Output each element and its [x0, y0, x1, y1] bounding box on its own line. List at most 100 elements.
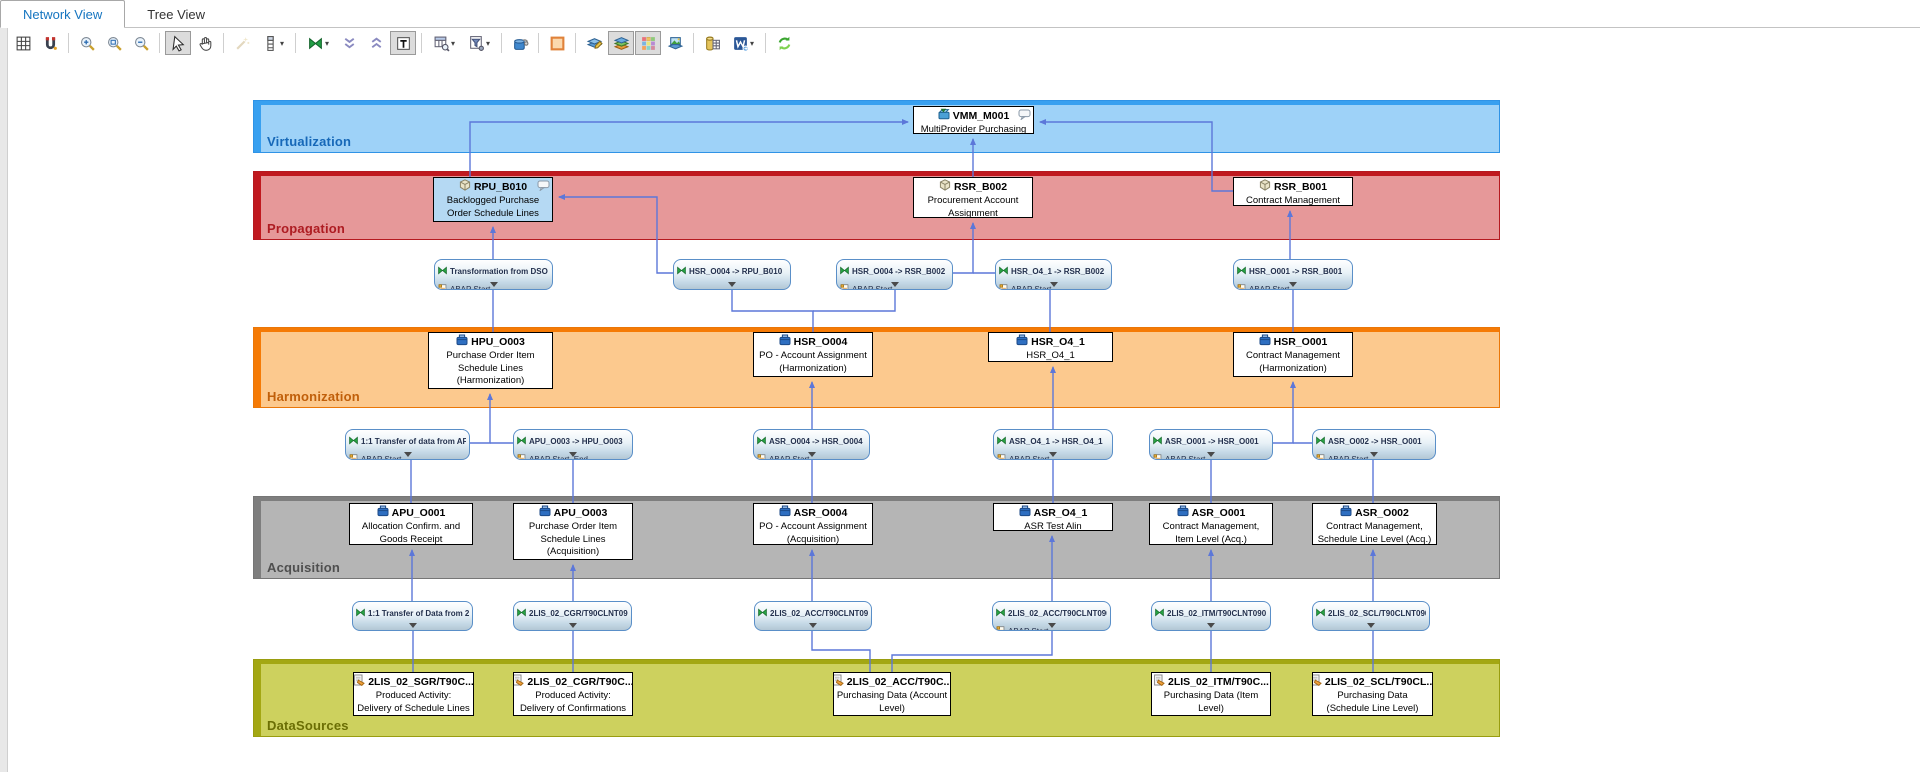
- connector: [470, 393, 493, 444]
- db-columns-button[interactable]: [699, 31, 725, 55]
- expand-arrow-icon[interactable]: [569, 452, 577, 457]
- node-description-line: Schedule Lines: [458, 362, 523, 374]
- text-tool-button[interactable]: [390, 31, 416, 55]
- expand-arrow-icon[interactable]: [807, 452, 816, 457]
- magic-wand-button[interactable]: [229, 31, 255, 55]
- node-DS_2LIS_02_CGR[interactable]: 2LIS_02_CGR/T90C...Produced Activity:Del…: [513, 672, 633, 716]
- transformation-t-apu-hpu-11[interactable]: 1:1 Transfer of data from APU...ABAP Sta…: [345, 429, 470, 460]
- node-DS_2LIS_02_SGR[interactable]: 2LIS_02_SGR/T90C...Produced Activity:Del…: [353, 672, 474, 716]
- layer-band-propagation: Propagation: [253, 171, 1500, 240]
- layer-accent-top: [254, 101, 1499, 105]
- expand-arrow-icon[interactable]: [1207, 623, 1215, 628]
- zoom-fit-button[interactable]: [101, 31, 127, 55]
- expand-arrow-icon[interactable]: [890, 282, 899, 287]
- layout-grid-button[interactable]: [10, 31, 36, 55]
- dropdown-arrow-icon: ▾: [279, 38, 284, 48]
- expand-arrow-icon[interactable]: [1289, 282, 1297, 287]
- transformation-t-2lis-11[interactable]: 1:1 Transfer of Data from 2LIS...: [352, 601, 473, 631]
- expand-arrow-icon[interactable]: [1047, 623, 1056, 628]
- expand-arrow-icon[interactable]: [568, 623, 577, 628]
- expand-arrow-icon[interactable]: [489, 282, 498, 287]
- frame-button[interactable]: [544, 31, 570, 55]
- expand-arrow-icon[interactable]: [408, 623, 417, 628]
- table-search-button[interactable]: ▾: [427, 31, 461, 55]
- select-cursor-button[interactable]: [165, 31, 191, 55]
- layers-button[interactable]: [608, 31, 634, 55]
- note-icon[interactable]: [1018, 109, 1031, 120]
- word-export-icon: [732, 35, 749, 52]
- table-search-icon: [433, 35, 450, 52]
- tab-tree-view[interactable]: Tree View: [125, 1, 227, 27]
- zoom-in-button[interactable]: [74, 31, 100, 55]
- transformation-t-itm[interactable]: 2LIS_02_ITM/T90CLNT090 ->...: [1151, 601, 1271, 631]
- layer-accent-left: [254, 101, 261, 152]
- transformation-t-scl[interactable]: 2LIS_02_SCL/T90CLNT090 ->...: [1312, 601, 1430, 631]
- connector: [1273, 381, 1296, 444]
- snap-magnet-button[interactable]: [37, 31, 63, 55]
- node-title-text: ASR_O001: [1191, 506, 1246, 519]
- transformation-button[interactable]: ▾: [301, 31, 335, 55]
- zoom-fit-icon: [106, 35, 123, 52]
- expand-arrow-icon[interactable]: [1049, 282, 1058, 287]
- node-DS_2LIS_02_ACC[interactable]: 2LIS_02_ACC/T90C...Purchasing Data (Acco…: [833, 672, 951, 716]
- transformation-t-cgr[interactable]: 2LIS_02_CGR/T90CLNT090 ->...: [513, 601, 632, 631]
- transformation-abap-label: ABAP Start: [1165, 454, 1206, 460]
- row-layout-button[interactable]: ▾: [256, 31, 290, 55]
- transformation-abap-label: ABAP Start: [361, 454, 402, 460]
- expand-arrow-icon[interactable]: [1049, 452, 1057, 457]
- transformation-t-acc-2[interactable]: 2LIS_02_ACC/T90CLNT090 ->...ABAP Start: [992, 601, 1111, 631]
- transformation-t-hsr004-rpu[interactable]: HSR_O004 -> RPU_B010: [673, 259, 791, 290]
- cube-icon: [939, 179, 951, 195]
- layers-image-button[interactable]: [662, 31, 688, 55]
- dso-icon: [779, 334, 791, 350]
- transformation-abap-label: ABAP Start: [1011, 284, 1052, 290]
- expand-all-button[interactable]: [363, 31, 389, 55]
- node-DS_2LIS_02_ITM[interactable]: 2LIS_02_ITM/T90C...Purchasing Data (Item…: [1151, 672, 1271, 716]
- note-icon[interactable]: [537, 180, 550, 191]
- color-palette-button[interactable]: [635, 31, 661, 55]
- transformation-t-dso-hp-rpu[interactable]: Transformation from DSO HP...ABAP Start: [434, 259, 553, 290]
- filter-button[interactable]: ▾: [462, 31, 496, 55]
- transformation-t-acc-1[interactable]: 2LIS_02_ACC/T90CLNT090 ->...: [754, 601, 872, 631]
- zoom-out-button[interactable]: [128, 31, 154, 55]
- collapse-all-button[interactable]: [336, 31, 362, 55]
- layer-band-datasources: DataSources: [253, 659, 1500, 737]
- expand-arrow-icon[interactable]: [1370, 452, 1378, 457]
- bucket-button[interactable]: [507, 31, 533, 55]
- tab-network-view[interactable]: Network View: [0, 0, 126, 28]
- expand-arrow-icon[interactable]: [809, 623, 817, 628]
- expand-arrow-icon[interactable]: [1207, 452, 1215, 457]
- node-DS_2LIS_02_SCL[interactable]: 2LIS_02_SCL/T90CL...Purchasing Data(Sche…: [1312, 672, 1433, 716]
- layers-edit-button[interactable]: [581, 31, 607, 55]
- refresh-button[interactable]: [771, 31, 797, 55]
- pan-hand-button[interactable]: [192, 31, 218, 55]
- word-export-button[interactable]: ▾: [726, 31, 760, 55]
- transformation-title-row: HSR_O004 -> RSR_B002: [840, 262, 949, 280]
- expand-arrow-icon[interactable]: [403, 452, 412, 457]
- expand-arrow-icon[interactable]: [1367, 623, 1375, 628]
- datasource-icon: [514, 674, 525, 690]
- expand-arrow-icon[interactable]: [728, 282, 736, 287]
